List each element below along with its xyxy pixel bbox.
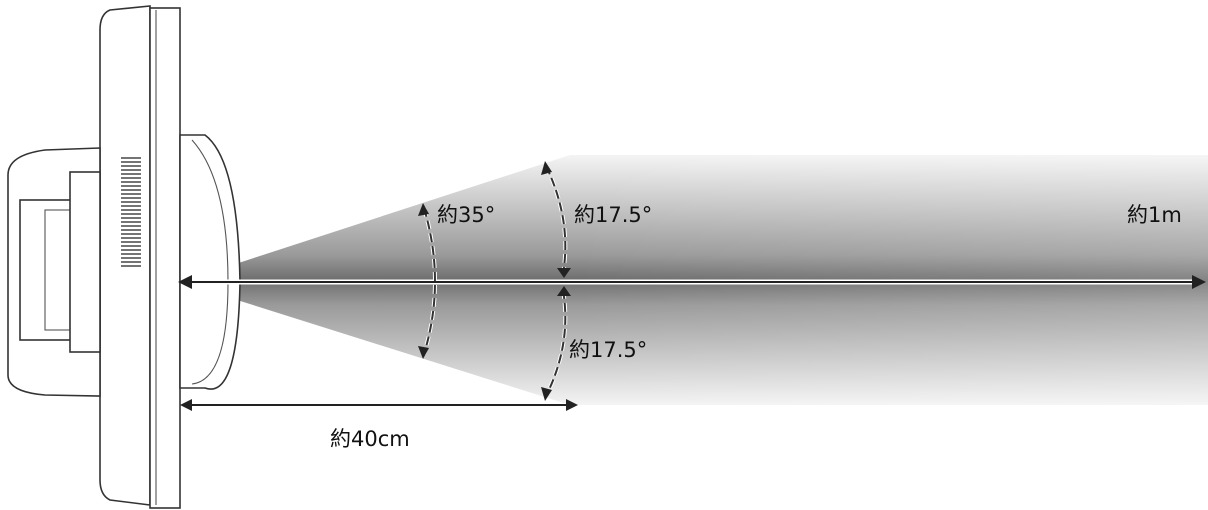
angle-35-arc [418,203,437,359]
vent-grille-icon [121,157,141,267]
angle-lower-label: 約17.5° [569,338,647,362]
angle-upper-arc [541,161,571,278]
angle-total-label: 約35° [437,203,495,227]
distance-near-label: 約40cm [330,427,410,451]
camera-device-icon [7,5,241,509]
distance-40cm-arrow [180,399,578,411]
angle-lower-arc [541,286,571,401]
angle-upper-label: 約17.5° [574,203,652,227]
distance-far-label: 約1m [1127,203,1182,227]
distance-axis-arrow [178,275,1206,289]
